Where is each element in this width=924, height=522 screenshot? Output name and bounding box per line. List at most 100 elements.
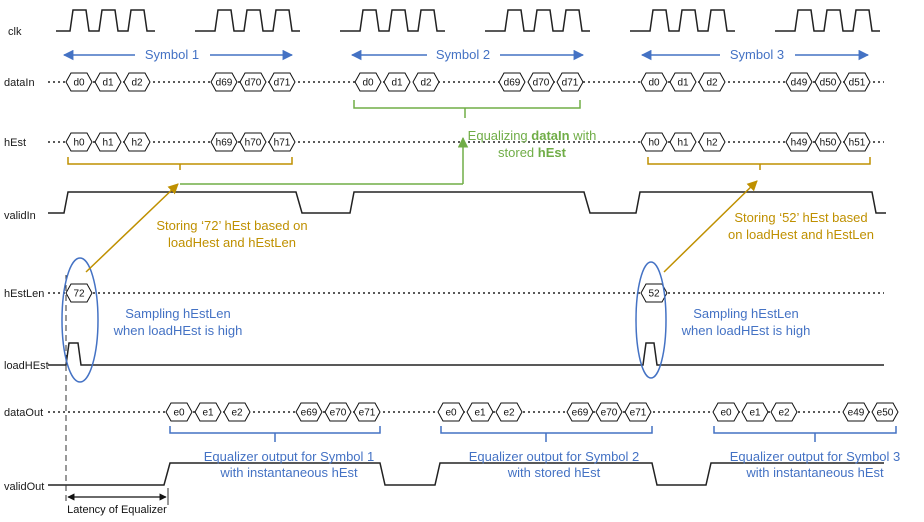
hest-hex-1-6-shape [268, 132, 296, 152]
datain-hex-2-1: d0 [354, 72, 382, 92]
datain-hex-3-1: d0 [640, 72, 668, 92]
hest-hex-1-2-label: h1 [102, 138, 114, 149]
signal-dataout: dataOut [4, 407, 43, 419]
dataout-hex-2-4-label: e69 [572, 408, 589, 419]
storing52-line1: Storing ‘52’ hEst based [734, 210, 867, 225]
datain-hex-2-2: d1 [383, 72, 411, 92]
datain-hex-3-3-label: d2 [706, 78, 718, 89]
dataout-hex-3-4-shape [842, 402, 870, 422]
hest-hex-2-4-shape [785, 132, 813, 152]
hest-hex-2-3-shape [698, 132, 726, 152]
hest-hex-1-3-label: h2 [131, 138, 143, 149]
hest-hex-1-5-shape [239, 132, 267, 152]
datain-hex-1-6-shape [268, 72, 296, 92]
datain-hex-1-5-label: d70 [245, 78, 262, 89]
dataout-hex-1-5: e70 [324, 402, 352, 422]
dataout-hex-2-2-shape [466, 402, 494, 422]
clk-burst-4 [485, 9, 590, 32]
sampling1-line1: Sampling hEstLen [125, 306, 231, 321]
signal-clk: clk [8, 26, 22, 38]
dataout-hex-1-4-shape [295, 402, 323, 422]
datain-hex-3-6: d51 [843, 72, 871, 92]
datain-hex-1-2-label: d1 [102, 78, 114, 89]
datain-hex-3-1-label: d0 [648, 78, 660, 89]
storing72-line2: loadHest and hEstLen [168, 235, 296, 250]
sampling-ellipse-2 [635, 261, 667, 379]
storing72-arrow [85, 183, 179, 273]
annotations: Equalizing dataIn with stored hEst Stori… [113, 128, 901, 480]
dataout-hex-3-3-label: e2 [778, 408, 790, 419]
datain-hex-3-4: d49 [785, 72, 813, 92]
storing52-arrow [663, 180, 758, 273]
hest-hex-1-1-label: h0 [73, 138, 85, 149]
hest-hex-2-2-shape [669, 132, 697, 152]
validout-waveform [48, 462, 884, 486]
hestlen-hex-2-shape [640, 283, 668, 303]
dataout-hex-1-2-label: e1 [202, 408, 214, 419]
symbol3-label: Symbol 3 [730, 47, 784, 62]
latency-label: Latency of Equalizer [67, 504, 167, 516]
hest-hex-1-3: h2 [123, 132, 151, 152]
sampling1-line2: when loadHEst is high [113, 323, 243, 338]
dataout-hex-1-1-shape [165, 402, 193, 422]
hestlen-hex-2: 52 [640, 283, 668, 303]
dataout-hex-1-6-label: e71 [359, 408, 376, 419]
hest-hex-1-5: h70 [239, 132, 267, 152]
signal-hest: hEst [4, 137, 26, 149]
dataout-hex-2-4-shape [566, 402, 594, 422]
out2-line1: Equalizer output for Symbol 2 [469, 449, 640, 464]
latency-marker: Latency of Equalizer [65, 275, 169, 516]
hest-hex-2-6-shape [843, 132, 871, 152]
symbol2-label: Symbol 2 [436, 47, 490, 62]
datain-hex-3-1-shape [640, 72, 668, 92]
datain-hex-3-2: d1 [669, 72, 697, 92]
dataout-brace-1 [169, 426, 381, 442]
symbol1-label: Symbol 1 [145, 47, 199, 62]
dataout-hex-2-3-shape [495, 402, 523, 422]
hest-hex-1-2-shape [94, 132, 122, 152]
datain-hex-2-3-shape [412, 72, 440, 92]
dataout-hex-3-1-shape [712, 402, 740, 422]
hest-hex-1-4: h69 [210, 132, 238, 152]
signal-datain: dataIn [4, 77, 35, 89]
datain-hex-2-5-label: d70 [533, 78, 550, 89]
datain-hex-3-5-shape [814, 72, 842, 92]
dataout-hex-2-5: e70 [595, 402, 623, 422]
dataout-hex-2-3-label: e2 [503, 408, 515, 419]
datain-brace-2 [353, 100, 581, 118]
hest-hex-2-1-label: h0 [648, 138, 660, 149]
dataout-hex-2-4: e69 [566, 402, 594, 422]
dataout-hex-1-3-shape [223, 402, 251, 422]
dataout-hex-3-2-label: e1 [749, 408, 761, 419]
dataout-hex-1-1: e0 [165, 402, 193, 422]
signal-validout: validOut [4, 481, 44, 493]
datain-hex-1-1-label: d0 [73, 78, 85, 89]
dataout-hex-3-5: e50 [871, 402, 899, 422]
dataout-braces [169, 426, 897, 442]
dataout-brace-3 [713, 426, 897, 442]
datain-hex-1-6-label: d71 [274, 78, 291, 89]
hest-hex-1-1: h0 [65, 132, 93, 152]
dataout-hex-1-4: e69 [295, 402, 323, 422]
datain-hex-2-4-label: d69 [504, 78, 521, 89]
dataout-hex-3-4-label: e49 [848, 408, 865, 419]
out3-line2: with instantaneous hEst [745, 465, 884, 480]
hestlen-hex-2-label: 52 [648, 289, 660, 300]
datain-hex-3-6-shape [843, 72, 871, 92]
hest-hex-2-2-label: h1 [677, 138, 689, 149]
dataout-hex-3-2: e1 [741, 402, 769, 422]
hest-hex-2-5-shape [814, 132, 842, 152]
dataout-hex-2-6-shape [624, 402, 652, 422]
datain-hex-2-3: d2 [412, 72, 440, 92]
sampling-ellipse-1 [61, 257, 99, 383]
signal-labels: clk dataIn hEst validIn hEstLen loadHEst… [4, 26, 49, 493]
hest-brace-1 [67, 157, 293, 170]
dataout-hex-1-4-label: e69 [301, 408, 318, 419]
clk-burst-5 [630, 9, 735, 32]
symbol-arrows: Symbol 1 Symbol 2 Symbol 3 [62, 47, 870, 62]
dataout-hex-2-2: e1 [466, 402, 494, 422]
dataout-hex-2-5-shape [595, 402, 623, 422]
datain-hex-3-4-label: d49 [791, 78, 808, 89]
